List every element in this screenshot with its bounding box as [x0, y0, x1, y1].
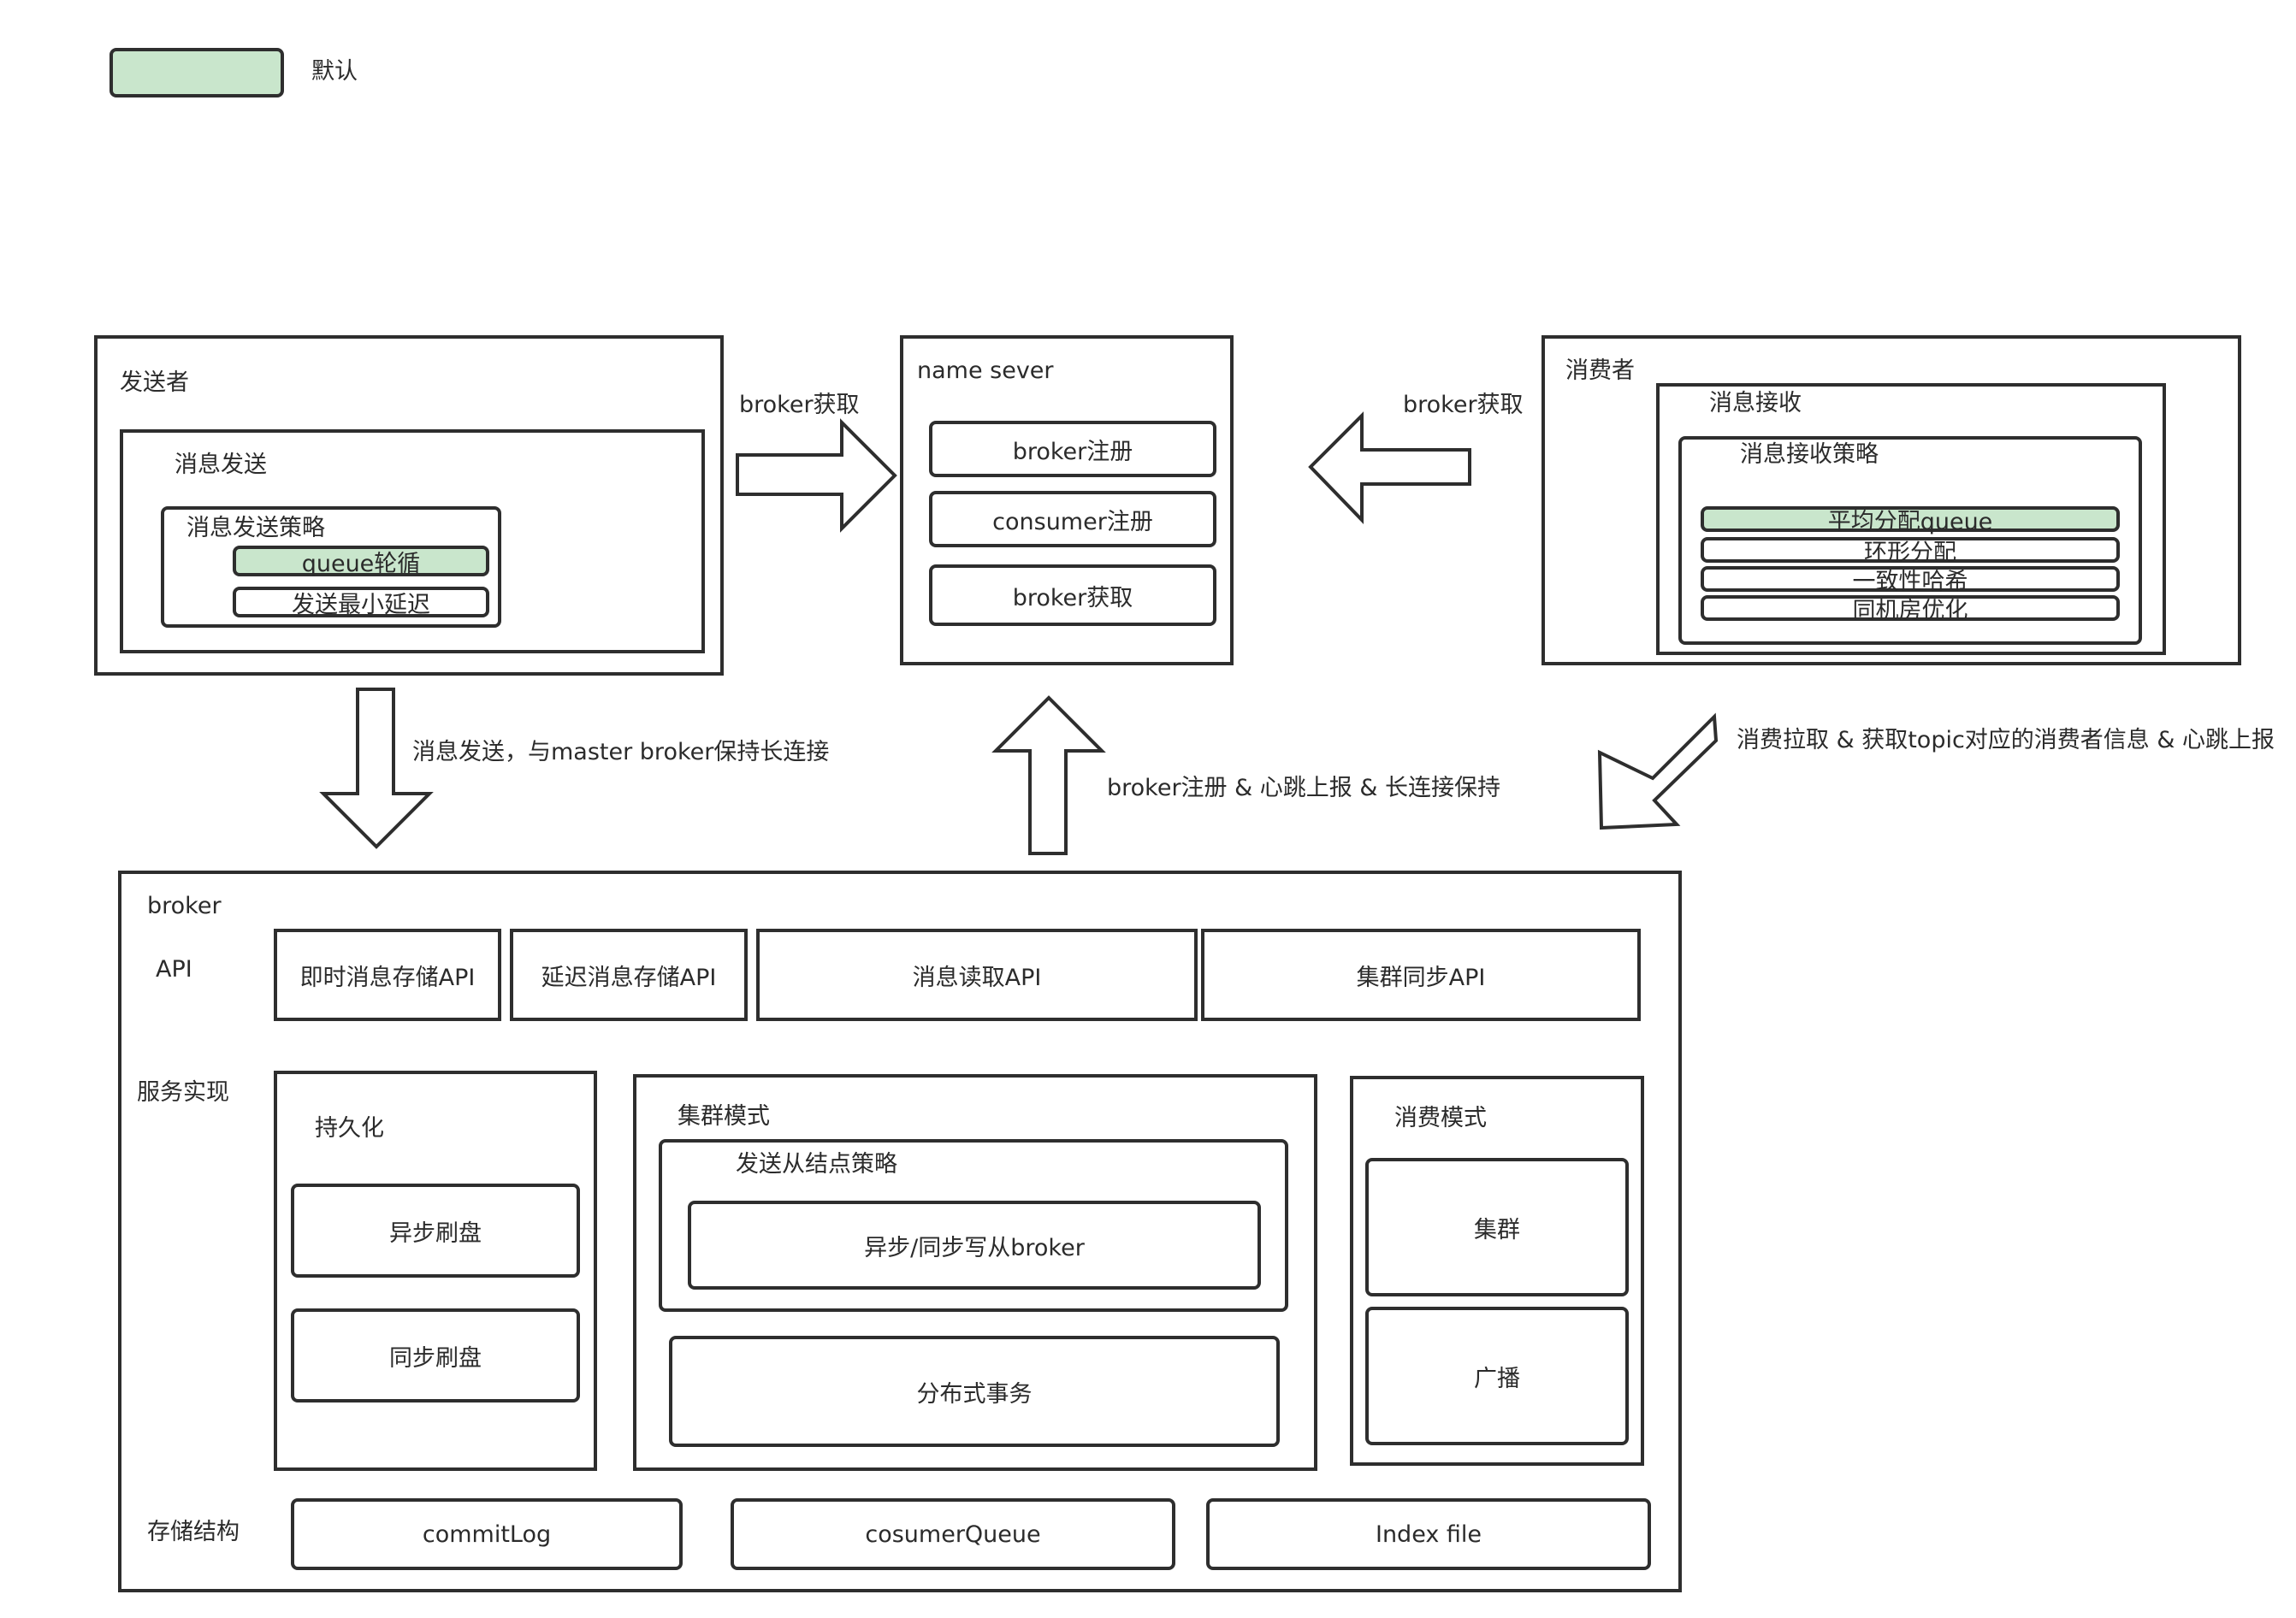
strategy-same-room: 同机房优化 — [1701, 595, 2120, 624]
left-arrow — [1308, 411, 1471, 524]
broker-title: broker — [147, 893, 222, 919]
api-label: API — [156, 956, 192, 983]
up-arrow — [991, 695, 1106, 855]
diagonal-arrow — [1597, 712, 1719, 830]
send-title: 消息发送 — [175, 452, 267, 478]
receive-title: 消息接收 — [1709, 390, 1802, 416]
right-arrow — [736, 418, 897, 533]
ns-broker-register: broker注册 — [929, 421, 1216, 477]
legend-label: 默认 — [311, 58, 358, 85]
strategy-ring: 环形分配 — [1701, 537, 2120, 566]
strategy-queue-roundrobin: queue轮循 — [233, 546, 489, 577]
storage-indexfile: Index file — [1206, 1498, 1651, 1570]
slave-write: 异步/同步写从broker — [688, 1201, 1261, 1290]
strategy-hash: 一致性哈希 — [1701, 566, 2120, 595]
storage-label: 存储结构 — [147, 1519, 240, 1545]
api-cluster-sync: 集群同步API — [1201, 929, 1641, 1021]
strategy-average: 平均分配queue — [1701, 506, 2120, 535]
persistence-title: 持久化 — [315, 1115, 384, 1142]
api-read: 消息读取API — [756, 929, 1198, 1021]
sync-flush: 同步刷盘 — [291, 1308, 580, 1402]
legend-swatch — [109, 48, 284, 97]
producer-title: 发送者 — [120, 369, 189, 396]
consumer-title: 消费者 — [1565, 357, 1635, 384]
nameserver-title: name sever — [917, 357, 1054, 384]
async-flush: 异步刷盘 — [291, 1184, 580, 1278]
distributed-transaction: 分布式事务 — [669, 1336, 1280, 1447]
api-delay-store: 延迟消息存储API — [510, 929, 748, 1021]
service-label: 服务实现 — [137, 1079, 229, 1106]
consume-broadcast: 广播 — [1365, 1307, 1629, 1445]
arrow-label-consumer-broker: 消费拉取 & 获取topic对应的消费者信息 & 心跳上报 — [1737, 727, 2275, 753]
consume-cluster: 集群 — [1365, 1158, 1629, 1296]
cluster-title: 集群模式 — [678, 1103, 770, 1130]
receive-strategy-title: 消息接收策略 — [1740, 441, 1879, 468]
ns-broker-fetch: broker获取 — [929, 564, 1216, 626]
storage-commitlog: commitLog — [291, 1498, 683, 1570]
arrow-label-broker-ns: broker注册 & 心跳上报 & 长连接保持 — [1107, 775, 1500, 801]
api-instant-store: 即时消息存储API — [274, 929, 501, 1021]
arrow-label-producer-ns: broker获取 — [739, 392, 860, 418]
arrow-label-producer-broker: 消息发送，与master broker保持长连接 — [412, 739, 830, 765]
strategy-min-latency: 发送最小延迟 — [233, 587, 489, 618]
down-arrow — [319, 688, 434, 849]
ns-consumer-register: consumer注册 — [929, 491, 1216, 547]
arrow-label-consumer-ns: broker获取 — [1403, 392, 1524, 418]
consume-mode-title: 消费模式 — [1394, 1105, 1487, 1131]
send-strategy-title: 消息发送策略 — [186, 515, 325, 541]
slave-strategy-title: 发送从结点策略 — [736, 1151, 897, 1178]
storage-consumerqueue: cosumerQueue — [731, 1498, 1175, 1570]
